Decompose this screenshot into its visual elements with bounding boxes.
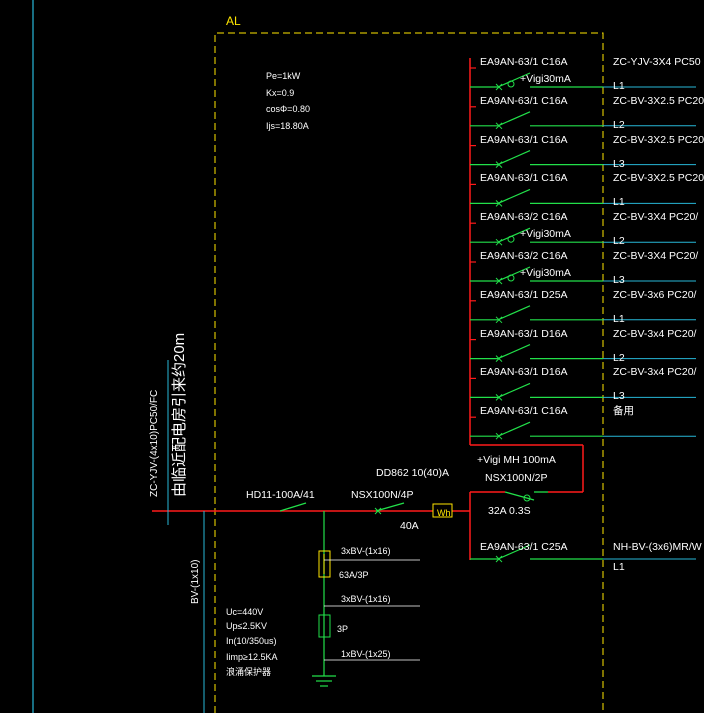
- spd-wire3-label: 1xBV-(1x25): [341, 649, 391, 659]
- circuit-breaker-1: EA9AN-63/1 C16A: [480, 94, 568, 107]
- main-breaker-blade: [375, 502, 405, 512]
- circuit-phase-3: L1: [613, 196, 625, 209]
- circuit-phase-6: L1: [613, 312, 625, 325]
- isolator-label: HD11-100A/41: [246, 489, 315, 501]
- panel-name: AL: [226, 14, 241, 28]
- circuit-rcd-0: [507, 80, 515, 88]
- rcd-breaker-label: NSX100N/2P: [485, 472, 548, 484]
- circuit-breaker-3: EA9AN-63/1 C16A: [480, 172, 568, 185]
- circuit-phase-2: L3: [613, 157, 625, 170]
- circuit-breaker-7: EA9AN-63/1 D16A: [480, 327, 568, 340]
- spd-spec-up: Up≤2.5KV: [226, 621, 267, 631]
- circuit-group: [470, 67, 696, 563]
- last-circuit-cable: NH-BV-(3x6)MR/W: [613, 541, 702, 553]
- meter-box-label: Wh: [437, 508, 451, 518]
- circuit-vigi-0: +Vigi30mA: [520, 73, 571, 85]
- circuit-cable-5: ZC-BV-3X4 PC20/: [613, 250, 699, 262]
- rcd-breaker-blade: [504, 491, 535, 501]
- circuit-switch-8-blade: [497, 382, 531, 398]
- spd-fuse-box: [318, 550, 331, 578]
- meter-box: [432, 503, 453, 518]
- circuit-switch-6-x2: [495, 316, 503, 324]
- rcd-rating-label: 32A 0.3S: [488, 505, 531, 517]
- circuit-switch-9-blade: [497, 421, 531, 437]
- circuit-cable-7: ZC-BV-3x4 PC20/: [613, 327, 697, 340]
- circuit-breaker-2: EA9AN-63/1 C16A: [480, 133, 568, 146]
- circuit-phase-0: L1: [613, 80, 625, 92]
- circuit-switch-1-blade: [497, 111, 531, 127]
- isolator-blade: [279, 502, 307, 512]
- circuit-breaker-9: EA9AN-63/1 C16A: [480, 405, 568, 418]
- circuit-rcd-4: [507, 235, 515, 243]
- earth-cable-label: BV-(1x10): [190, 559, 201, 604]
- incoming-source-label: 由临近配电房引来约20m: [171, 332, 188, 497]
- last-circuit-switch-blade: [497, 544, 531, 560]
- circuit-vigi-4: +Vigi30mA: [520, 228, 571, 241]
- circuit-switch-3-x2: [495, 200, 503, 207]
- spd-spec-uc: Uc=440V: [226, 607, 264, 617]
- circuit-switch-2-x2: [495, 161, 503, 168]
- panel-param-pe: Pe=1kW: [266, 71, 301, 81]
- circuit-switch-0-x2: [495, 83, 503, 91]
- spd-spec-iimp: Iimp≥12.5KA: [226, 652, 278, 662]
- circuit-phase-4: L2: [613, 235, 625, 248]
- spd-box: [318, 614, 331, 638]
- circuit-phase-1: L2: [613, 118, 625, 131]
- circuit-switch-4-blade: [497, 227, 531, 243]
- circuit-breaker-6: EA9AN-63/1 D25A: [480, 288, 568, 301]
- last-circuit-phase: L1: [613, 561, 625, 573]
- circuit-breaker-4: EA9AN-63/2 C16A: [480, 211, 568, 224]
- spd-wire1-label: 3xBV-(1x16): [341, 546, 391, 556]
- circuit-switch-7-blade: [497, 344, 531, 360]
- circuit-switch-7-x2: [495, 355, 503, 362]
- circuit-cable-8: ZC-BV-3x4 PC20/: [613, 366, 697, 379]
- circuit-switch-5-x2: [495, 277, 503, 285]
- circuit-cable-6: ZC-BV-3x6 PC20/: [613, 288, 697, 301]
- main-breaker-label: NSX100N/4P: [351, 489, 414, 501]
- circuit-cable-0: ZC-YJV-3X4 PC50: [613, 56, 701, 68]
- circuit-cable-4: ZC-BV-3X4 PC20/: [613, 211, 699, 224]
- circuit-phase-8: L3: [613, 390, 625, 403]
- circuit-cable-2: ZC-BV-3X2.5 PC20: [613, 133, 704, 146]
- circuit-breaker-5: EA9AN-63/2 C16A: [480, 250, 568, 262]
- static-group: [279, 491, 548, 687]
- spd-fuse-label: 63A/3P: [339, 570, 369, 580]
- main-breaker-x2: [374, 507, 382, 515]
- panel-param-ijs: Ijs=18.80A: [266, 121, 309, 131]
- circuit-cable-1: ZC-BV-3X2.5 PC20: [613, 94, 704, 107]
- incoming-cable-label: ZC-YJV-(4x10)PC50/FC: [149, 389, 160, 497]
- panel-enclosure: [214, 32, 604, 713]
- last-circuit-switch-x2: [495, 555, 503, 563]
- circuit-vigi-5: +Vigi30mA: [520, 267, 571, 279]
- circuit-breaker-0: EA9AN-63/1 C16A: [480, 56, 568, 68]
- last-circuit-breaker: EA9AN-63/1 C25A: [480, 541, 568, 553]
- spd-spec-name: 浪涌保护器: [226, 667, 272, 677]
- circuit-phase-7: L2: [613, 351, 625, 364]
- circuit-cable-9: 备用: [613, 405, 634, 418]
- circuit-switch-5-blade: [497, 266, 531, 282]
- circuit-phase-5: L3: [613, 274, 625, 286]
- main-breaker-rating: 40A: [400, 520, 419, 532]
- rcd-vigi-label: +Vigi MH 100mA: [477, 454, 556, 466]
- circuit-breaker-8: EA9AN-63/1 D16A: [480, 366, 568, 379]
- circuit-cable-3: ZC-BV-3X2.5 PC20: [613, 172, 704, 185]
- meter-label: DD862 10(40)A: [376, 467, 449, 479]
- circuit-switch-2-blade: [497, 150, 531, 166]
- circuit-switch-4-x2: [495, 238, 503, 246]
- circuit-switch-0-blade: [497, 72, 531, 88]
- rcd-breaker-coil: [523, 494, 531, 502]
- panel-param-cos: cosΦ=0.80: [266, 104, 310, 114]
- circuit-switch-8-x2: [495, 394, 503, 401]
- spd-spec-in: In(10/350us): [226, 636, 277, 646]
- circuit-rcd-5: [507, 274, 515, 282]
- circuit-switch-1-x2: [495, 122, 503, 130]
- circuit-switch-3-blade: [497, 188, 531, 204]
- circuit-switch-6-blade: [497, 305, 531, 321]
- spd-wire2-label: 3xBV-(1x16): [341, 594, 391, 604]
- panel-param-kx: Kx=0.9: [266, 88, 295, 98]
- spd-rating-label: 3P: [337, 624, 349, 634]
- circuit-switch-9-x2: [495, 432, 503, 440]
